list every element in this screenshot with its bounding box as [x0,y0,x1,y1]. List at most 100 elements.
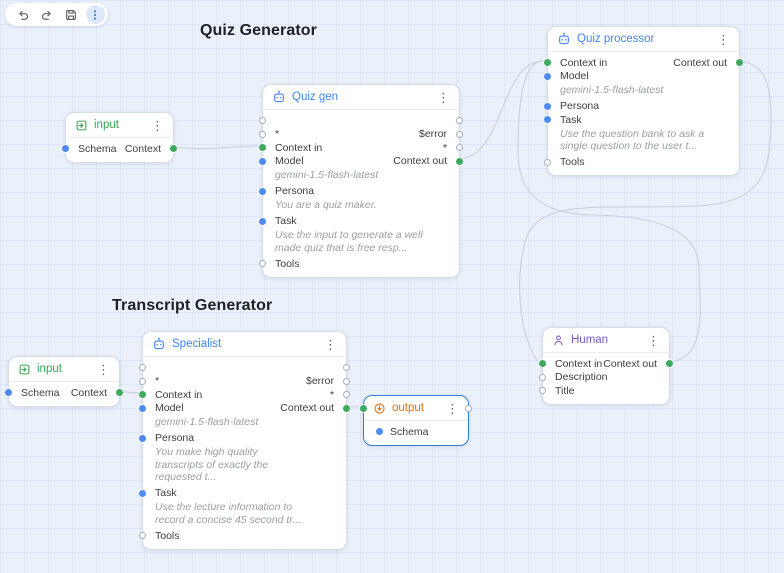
port-unnamed-out[interactable] [456,117,463,125]
port-persona[interactable] [139,434,146,442]
port-label-schema: Schema [21,386,60,399]
port-label-model: Model [155,402,184,415]
node-menu-button[interactable]: ⋮ [324,336,337,352]
port-context-in[interactable] [539,360,546,368]
node-title: input [37,363,62,375]
port-row: Schema Context [5,386,123,400]
port-star-in[interactable] [259,130,266,138]
node-input-top[interactable]: input ⋮ Schema Context [62,112,177,163]
port-context-out[interactable] [170,145,177,153]
port-row: Model Context out [139,402,350,416]
port-model[interactable] [544,72,551,80]
port-row: Persona [544,100,739,114]
port-label-context-out: Context out [393,155,447,168]
wire-human-to-processor[interactable] [517,60,701,363]
port-star-out[interactable] [343,391,350,399]
node-menu-button[interactable]: ⋮ [151,117,164,133]
port-tools[interactable] [139,532,146,540]
port-error-out[interactable] [343,377,350,385]
wire-input-to-quizgen[interactable] [171,145,259,150]
node-title: input [94,119,119,131]
port-row: Persona [139,432,346,446]
undo-button[interactable] [13,5,33,25]
persona-value: You make high quality transcripts of exa… [155,446,269,483]
port-task[interactable] [259,217,266,225]
port-label-model: Model [275,155,304,168]
port-label-model: Model [560,70,589,83]
redo-button[interactable] [37,5,57,25]
port-label-task: Task [275,215,297,228]
port-schema[interactable] [5,389,12,397]
port-context-in[interactable] [360,404,367,412]
port-unnamed-out[interactable] [465,404,472,412]
section-title-transcript-generator: Transcript Generator [112,297,273,314]
port-label-star-out: * [442,141,447,154]
redo-icon [40,8,54,22]
node-output[interactable]: output ⋮ Schema [360,395,472,446]
port-label-context: Context [124,142,161,155]
port-row: * $error [259,128,463,142]
port-label-schema: Schema [390,425,429,438]
node-menu-button[interactable]: ⋮ [446,400,459,416]
port-star-in[interactable] [139,377,146,385]
port-context-in[interactable] [139,391,146,399]
port-context-out[interactable] [116,389,123,397]
node-menu-button[interactable]: ⋮ [717,31,730,47]
port-task[interactable] [544,116,551,124]
port-context-out[interactable] [666,360,673,368]
node-quiz-gen[interactable]: Quiz gen ⋮ * $error Context in * Model C… [259,84,463,278]
node-input-bottom[interactable]: input ⋮ Schema Context [5,356,123,407]
node-menu-button[interactable]: ⋮ [647,332,660,348]
node-menu-button[interactable]: ⋮ [437,89,450,105]
port-row: Description [539,371,669,385]
port-persona[interactable] [259,187,266,195]
port-context-out[interactable] [343,404,350,412]
port-context-out[interactable] [456,157,463,165]
port-context-in[interactable] [259,144,266,152]
port-row: Schema [364,425,468,439]
port-context-out[interactable] [736,59,743,67]
port-schema[interactable] [62,145,69,153]
toolbar [5,3,108,26]
port-label-tools: Tools [560,156,585,169]
wire-quizgen-to-processor[interactable] [457,60,544,160]
port-label-context-in: Context in [555,357,603,370]
port-description[interactable] [539,373,546,381]
overflow-menu-icon [85,5,105,24]
node-menu-button[interactable]: ⋮ [97,361,110,377]
model-value: gemini-1.5-flash-latest [155,416,259,428]
port-label-error: $error [305,375,334,388]
port-persona[interactable] [544,102,551,110]
node-title: Quiz gen [292,91,339,103]
port-label-star: * [275,128,280,141]
port-label-star: * [155,375,160,388]
port-error-out[interactable] [456,130,463,138]
port-row: Context in Context out [544,56,743,70]
port-model[interactable] [139,404,146,412]
overflow-menu-button[interactable] [85,5,105,25]
port-unnamed-in[interactable] [259,117,266,125]
node-quiz-processor[interactable]: Quiz processor ⋮ Context in Context out … [544,26,743,176]
port-unnamed-out[interactable] [343,364,350,372]
save-button[interactable] [61,5,81,25]
node-title: output [392,402,424,414]
model-value: gemini-1.5-flash-latest [275,169,379,181]
node-human[interactable]: Human ⋮ Context in Context out Descripti… [539,327,673,405]
port-context-in[interactable] [544,59,551,67]
port-tools[interactable] [259,260,266,268]
node-specialist[interactable]: Specialist ⋮ * $error Context in * Model… [139,331,350,550]
port-tools[interactable] [544,158,551,166]
port-label-star-out: * [329,388,334,401]
port-schema[interactable] [376,428,383,436]
port-star-out[interactable] [456,144,463,152]
port-unnamed-in[interactable] [139,364,146,372]
port-task[interactable] [139,489,146,497]
wire-processor-to-human[interactable] [519,60,772,363]
port-label-tools: Tools [275,257,300,270]
port-model[interactable] [259,157,266,165]
robot-icon [557,32,571,46]
port-title[interactable] [539,387,546,395]
node-title: Quiz processor [577,33,655,45]
port-row [259,114,463,128]
